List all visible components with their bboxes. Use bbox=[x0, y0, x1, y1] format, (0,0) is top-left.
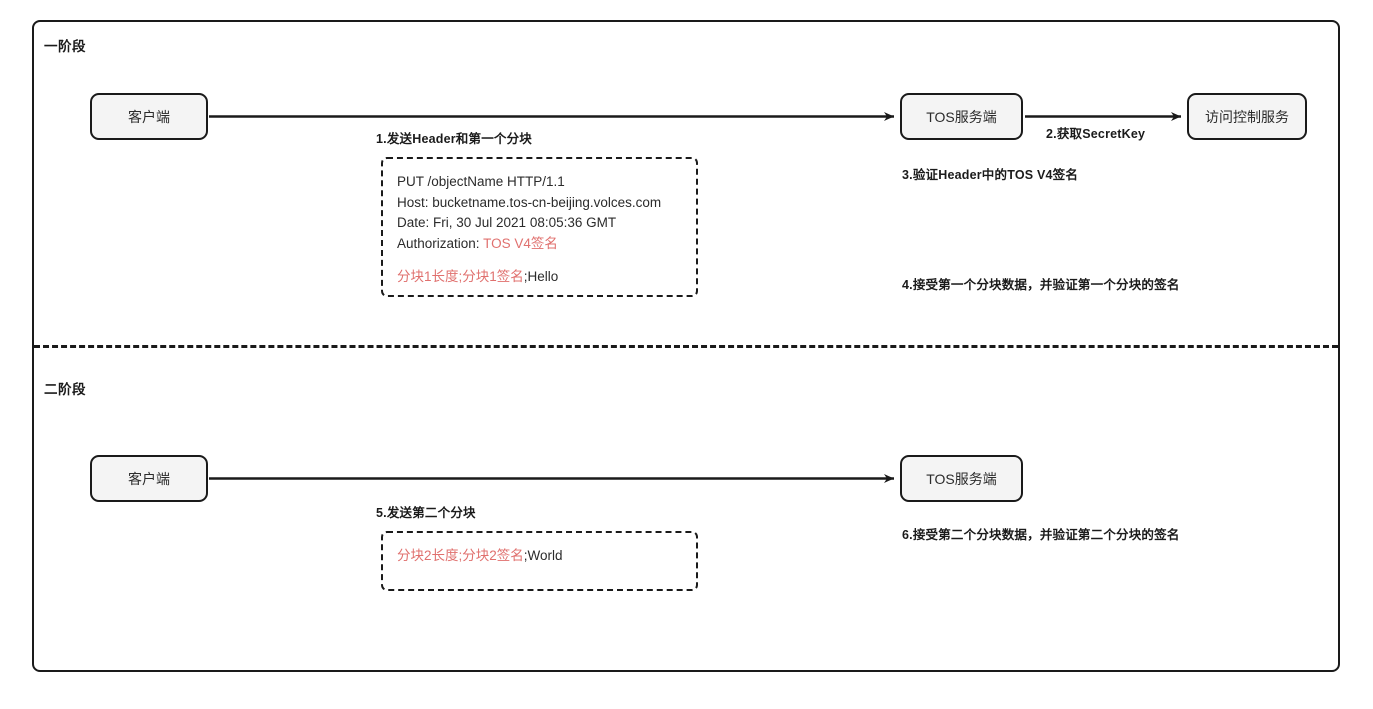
node-client-phase-one[interactable]: 客户端 bbox=[90, 93, 208, 140]
phase-divider bbox=[34, 345, 1338, 348]
payload-spacer bbox=[397, 254, 696, 267]
payload-line-host: Host: bucketname.tos-cn-beijing.volces.c… bbox=[397, 194, 662, 210]
node-access-control-service[interactable]: 访问控制服务 bbox=[1187, 93, 1307, 140]
payload-line-date: Date: Fri, 30 Jul 2021 08:05:36 GMT bbox=[397, 215, 617, 230]
payload-chunk-two-signature: 分块2长度;分块2签名 bbox=[397, 548, 524, 563]
phase-label-one: 一阶段 bbox=[44, 39, 86, 54]
step-label-3: 3.验证Header中的TOS V4签名 bbox=[902, 168, 1079, 182]
step-label-2: 2.获取SecretKey bbox=[1046, 127, 1146, 141]
step-label-1: 1.发送Header和第一个分块 bbox=[376, 132, 533, 146]
node-tos-server-phase-one[interactable]: TOS服务端 bbox=[900, 93, 1023, 140]
payload-line-authorization: Authorization: TOS V4签名 bbox=[397, 234, 696, 255]
node-client-phase-two[interactable]: 客户端 bbox=[90, 455, 208, 502]
payload-chunk-one-body: ;Hello bbox=[523, 269, 559, 284]
payload-line-chunk-one: 分块1长度;分块1签名;Hello bbox=[397, 267, 696, 288]
payload-line-chunk-two: 分块2长度;分块2签名;World bbox=[397, 546, 696, 567]
payload-authorization-prefix: Authorization: bbox=[397, 235, 484, 251]
payload-authorization-signature: TOS V4签名 bbox=[483, 235, 558, 251]
step-label-4: 4.接受第一个分块数据，并验证第一个分块的签名 bbox=[902, 278, 1180, 292]
payload-box-request-header: PUT /objectName HTTP/1.1 Host: bucketnam… bbox=[381, 157, 698, 297]
step-label-6: 6.接受第二个分块数据，并验证第二个分块的签名 bbox=[902, 528, 1180, 542]
payload-box-second-chunk: 分块2长度;分块2签名;World bbox=[381, 531, 698, 591]
step-label-5: 5.发送第二个分块 bbox=[376, 506, 476, 520]
payload-chunk-one-signature: 分块1长度;分块1签名 bbox=[397, 269, 524, 284]
payload-line-request: PUT /objectName HTTP/1.1 bbox=[397, 174, 565, 189]
node-tos-server-phase-two[interactable]: TOS服务端 bbox=[900, 455, 1023, 502]
payload-chunk-two-body: ;World bbox=[523, 548, 563, 563]
phase-label-two: 二阶段 bbox=[44, 382, 86, 397]
